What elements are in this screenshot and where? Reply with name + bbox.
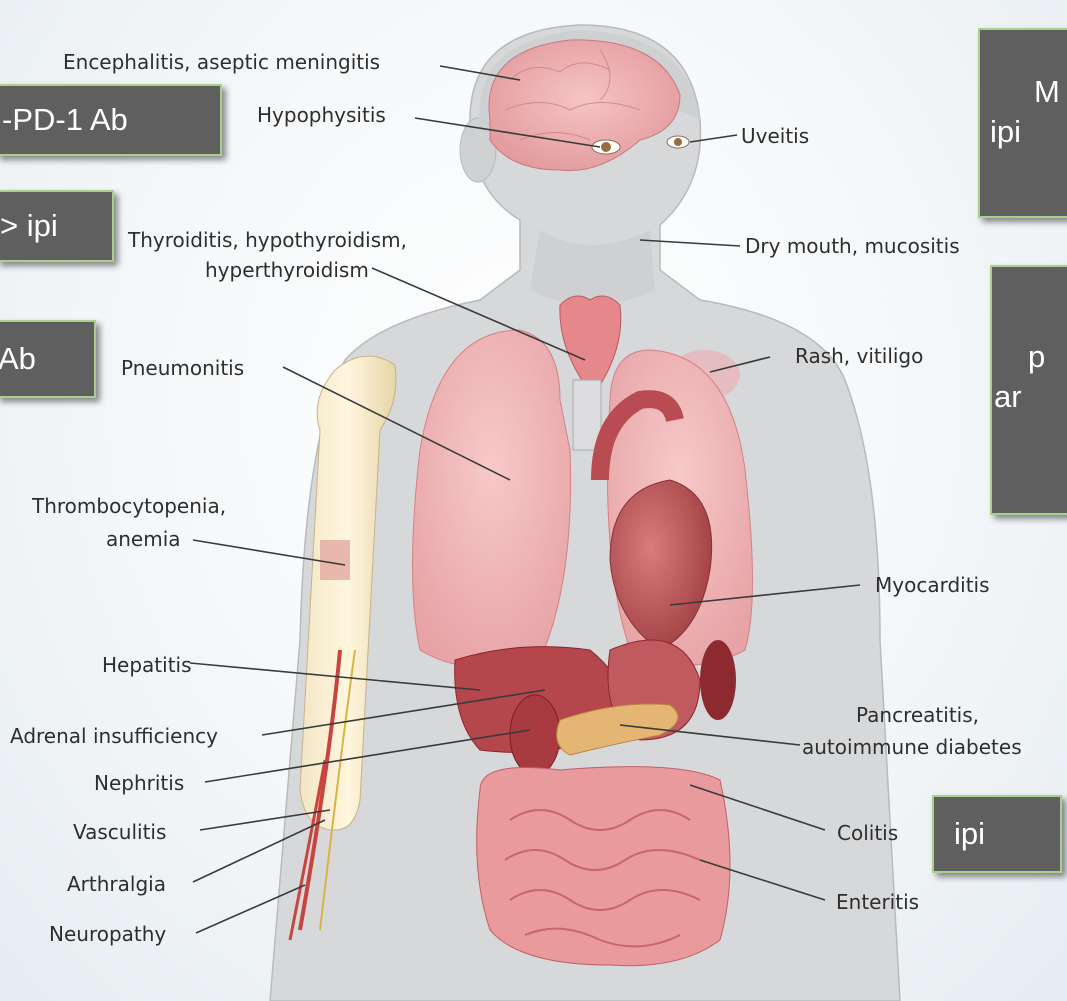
- overlay-box-mid-right-line1: p: [1028, 337, 1067, 377]
- overlay-box-gt-ipi-text: > ipi: [0, 208, 112, 244]
- label-thyroiditis-1: Thyroiditis, hypothyroidism,: [128, 228, 407, 252]
- kidney: [510, 695, 560, 775]
- label-enteritis: Enteritis: [836, 890, 919, 914]
- overlay-box-mid-right-line2: ar: [994, 377, 1067, 417]
- label-colitis: Colitis: [837, 821, 898, 845]
- label-arthralgia: Arthralgia: [67, 872, 166, 896]
- spleen: [700, 640, 736, 720]
- label-thyroiditis-2: hyperthyroidism: [205, 258, 369, 282]
- overlay-box-ipi-text: ipi: [954, 816, 1060, 852]
- label-hypophysitis: Hypophysitis: [257, 103, 386, 127]
- label-nephritis: Nephritis: [94, 771, 184, 795]
- label-adrenal: Adrenal insufficiency: [10, 724, 218, 748]
- label-uveitis: Uveitis: [741, 124, 809, 148]
- overlay-box-top-right: M ipi: [978, 28, 1067, 218]
- label-rash: Rash, vitiligo: [795, 344, 923, 368]
- label-pancreatitis-2: autoimmune diabetes: [802, 735, 1022, 759]
- label-neuropathy: Neuropathy: [49, 922, 166, 946]
- overlay-box-mid-right: p ar: [990, 265, 1067, 515]
- overlay-box-top-right-line2: ipi: [990, 112, 1067, 152]
- label-pancreatitis-1: Pancreatitis,: [856, 703, 979, 727]
- label-thrombocytopenia-1: Thrombocytopenia,: [32, 494, 226, 518]
- overlay-box-pd1: -PD-1 Ab: [0, 84, 222, 156]
- overlay-box-ab: Ab: [0, 320, 96, 398]
- label-vasculitis: Vasculitis: [73, 820, 166, 844]
- label-myocarditis: Myocarditis: [875, 573, 990, 597]
- label-encephalitis: Encephalitis, aseptic meningitis: [63, 50, 380, 74]
- overlay-box-ipi: ipi: [932, 795, 1062, 873]
- overlay-box-gt-ipi: > ipi: [0, 190, 114, 262]
- label-pneumonitis: Pneumonitis: [121, 356, 244, 380]
- label-hepatitis: Hepatitis: [102, 653, 192, 677]
- overlay-box-pd1-text: -PD-1 Ab: [2, 102, 220, 138]
- intestines: [477, 767, 730, 966]
- label-dry-mouth: Dry mouth, mucositis: [745, 234, 960, 258]
- overlay-box-top-right-line1: M: [1034, 72, 1067, 112]
- overlay-box-ab-text: Ab: [0, 341, 94, 377]
- label-thrombocytopenia-2: anemia: [106, 527, 181, 551]
